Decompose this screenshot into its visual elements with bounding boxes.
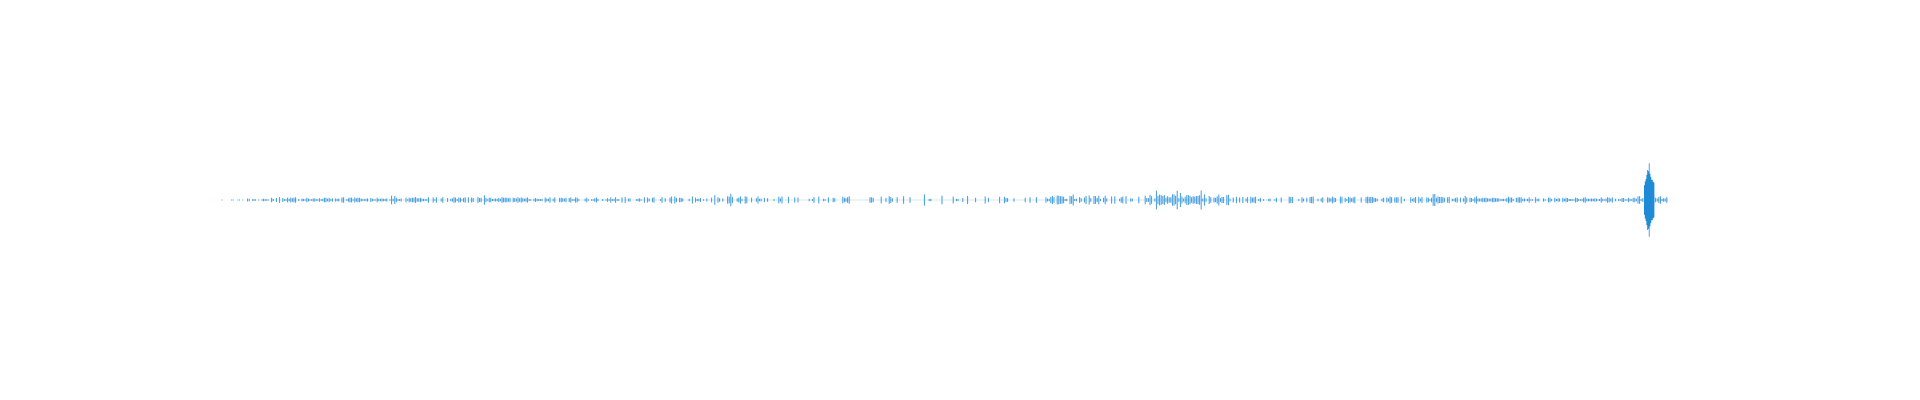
playhead-dot[interactable]: [1647, 197, 1652, 203]
playhead-marker[interactable]: [1644, 163, 1655, 237]
waveform-samples: [221, 190, 1668, 210]
waveform-bars: [221, 190, 1668, 210]
